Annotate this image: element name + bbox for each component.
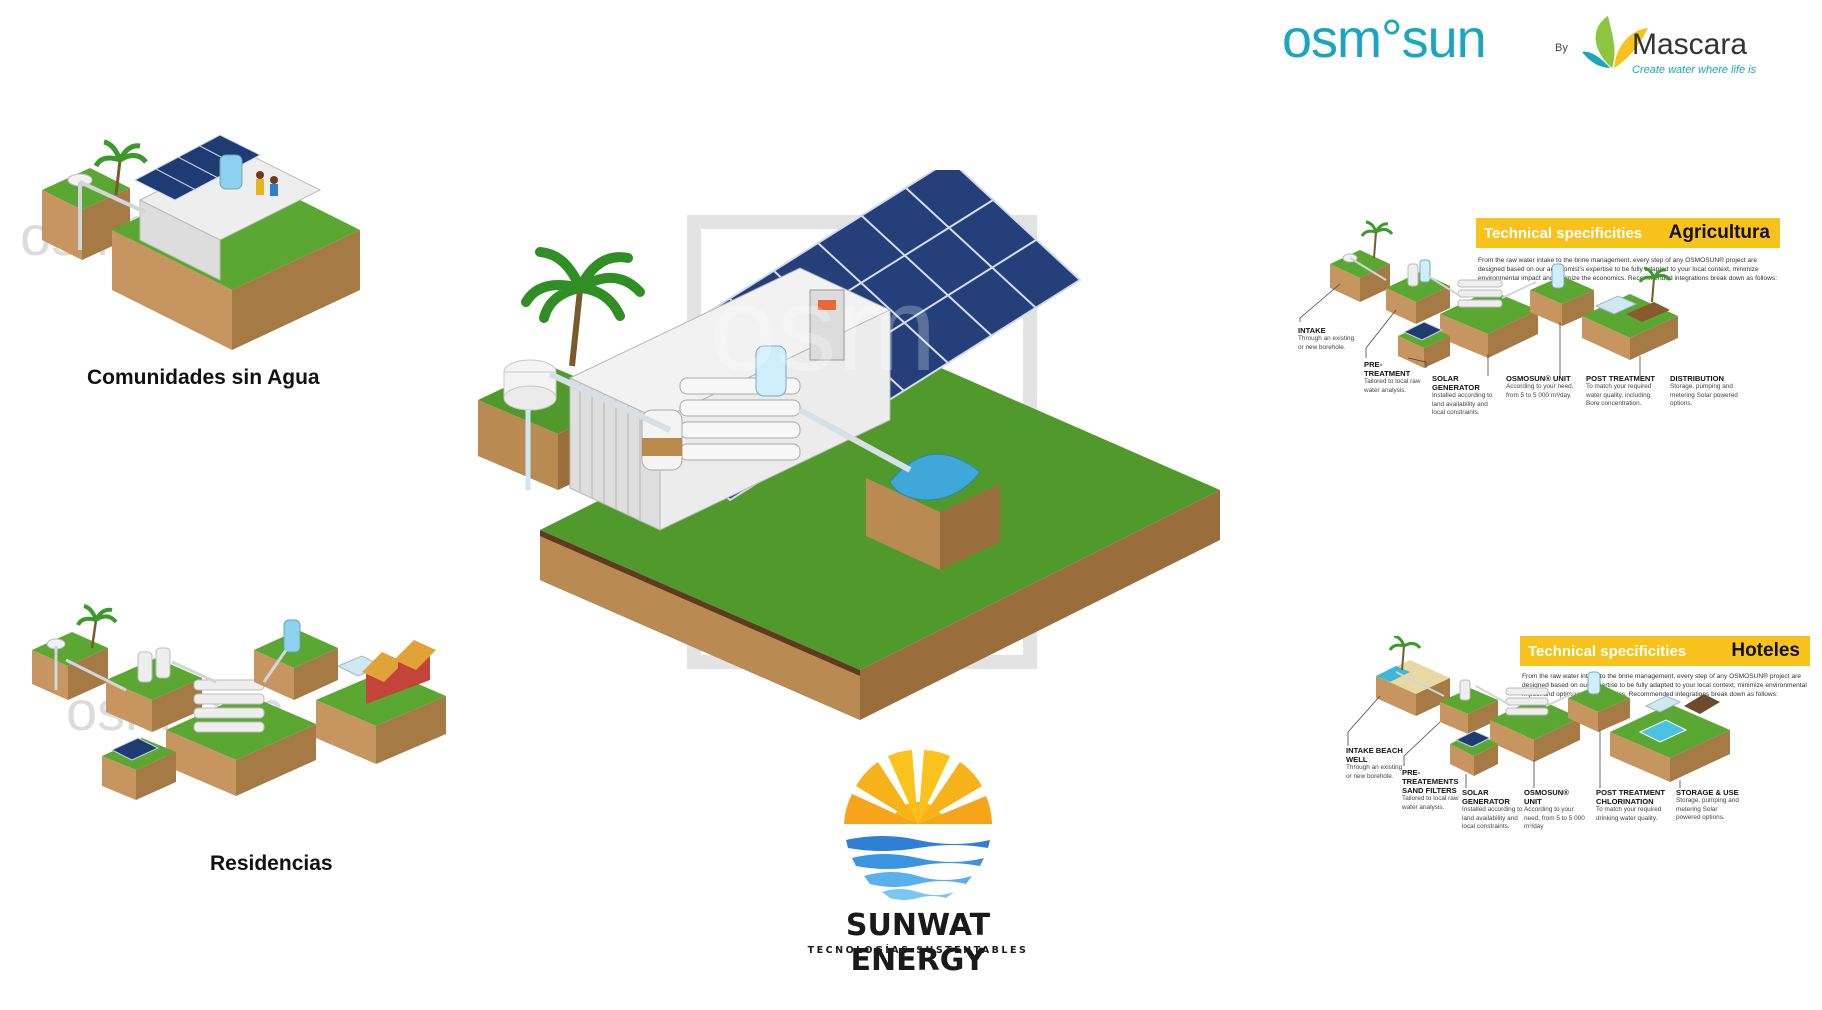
osmosun-logo: osm°sun (1282, 8, 1552, 88)
step-desc: Tailored to local raw water analysis. (1364, 378, 1421, 394)
agricultura-step-intake: INTAKE Through an existing or new boreho… (1298, 326, 1358, 352)
mascara-tagline: Create water where life is (1632, 64, 1757, 76)
hoteles-title-suffix: Hoteles (1731, 640, 1800, 661)
agricultura-intro: From the raw water intake to the brine m… (1478, 257, 1778, 282)
hoteles-title-bar: Technical specificities Hoteles (1520, 636, 1810, 666)
by-label: By (1555, 42, 1568, 54)
hoteles-title-prefix: Technical specificities (1528, 642, 1687, 660)
step-desc: To match your required drinking water qu… (1596, 806, 1662, 822)
agricultura-panel: Technical specificities Agricultura From… (1290, 218, 1810, 478)
step-title: INTAKE (1298, 326, 1326, 335)
main-osmosun-container-illustration: osm (478, 170, 1220, 720)
caption-comunidades: Comunidades sin Agua (87, 366, 320, 389)
sunwat-tagline: TECNOLOGÍAS SUSTENTABLES (807, 945, 1029, 956)
step-title: STORAGE & USE (1676, 788, 1739, 797)
hoteles-step-post-treatment: POST TREATMENT CHLORINATION To match you… (1596, 788, 1674, 823)
mascara-leaf-icon (1582, 16, 1648, 68)
mascara-wordmark: Mascara (1632, 28, 1748, 61)
step-title: OSMOSUN® UNIT (1524, 788, 1569, 806)
step-title: POST TREATMENT (1586, 374, 1656, 383)
step-desc: Storage, pumping and metering Solar powe… (1676, 797, 1739, 821)
hoteles-step-storage-use: STORAGE & USE Storage, pumping and meter… (1676, 788, 1742, 823)
sunwat-name: SUNWAT ENERGY (845, 908, 991, 978)
step-desc: According to your need, from 5 to 5 000 … (1506, 383, 1574, 399)
agricultura-step-solar: SOLAR GENERATOR Installed according to l… (1432, 374, 1496, 418)
step-title: PRE-TREATMENT (1364, 360, 1411, 378)
mascara-logo: Mascara Create water where life is (1582, 10, 1812, 80)
caption-residencias: Residencias (210, 852, 333, 875)
step-desc: Installed according to land availability… (1462, 806, 1523, 830)
comunidades-illustration: osm°sun (20, 134, 360, 350)
agricultura-step-osmosun-unit: OSMOSUN® UNIT According to your need, fr… (1506, 374, 1576, 400)
step-title: PRE-TREATEMENTS SAND FILTERS (1402, 768, 1459, 795)
hoteles-diagram (1347, 636, 1730, 788)
svg-text:osm: osm (710, 262, 937, 396)
step-desc: Installed according to land availability… (1432, 392, 1493, 416)
agricultura-step-distribution: DISTRIBUTION Storage, pumping and meteri… (1670, 374, 1750, 409)
hoteles-step-osmosun-unit: OSMOSUN® UNIT According to your need, fr… (1524, 788, 1588, 832)
step-title: SOLAR GENERATOR (1432, 374, 1480, 392)
step-title: OSMOSUN® UNIT (1506, 374, 1571, 383)
hoteles-step-intake: INTAKE BEACH WELL Through an existing or… (1346, 746, 1404, 781)
step-title: SOLAR GENERATOR (1462, 788, 1510, 806)
residencias-illustration: osm°sun (32, 604, 446, 800)
step-desc: Tailored to local raw water analysis. (1402, 795, 1459, 811)
sunwat-sun-icon (842, 748, 994, 900)
step-desc: Through an existing or new borehole. (1298, 335, 1355, 351)
agricultura-step-pretreatment: PRE-TREATMENT Tailored to local raw wate… (1364, 360, 1426, 395)
agricultura-diagram (1299, 220, 1678, 376)
step-title: DISTRIBUTION (1670, 374, 1724, 383)
hoteles-intro: From the raw water intake to the brine m… (1522, 673, 1807, 698)
agricultura-title-suffix: Agricultura (1668, 222, 1770, 243)
step-desc: To match your required water quality, in… (1586, 383, 1652, 407)
agricultura-step-post-treatment: POST TREATMENT To match your required wa… (1586, 374, 1658, 409)
step-title: INTAKE BEACH WELL (1346, 746, 1403, 764)
osmosun-wordmark: osm°sun (1282, 9, 1487, 69)
agricultura-title-prefix: Technical specificities (1484, 224, 1643, 242)
step-desc: According to your need, from 5 to 5 000 … (1524, 806, 1585, 830)
agricultura-title-bar: Technical specificities Agricultura (1476, 218, 1780, 248)
step-desc: Storage, pumping and metering Solar powe… (1670, 383, 1738, 407)
step-desc: Through an existing or new borehole. (1346, 764, 1403, 780)
hoteles-panel: Technical specificities Hoteles From the… (1340, 636, 1820, 896)
hoteles-step-pretreatment: PRE-TREATEMENTS SAND FILTERS Tailored to… (1402, 768, 1462, 812)
step-title: POST TREATMENT CHLORINATION (1596, 788, 1666, 806)
hoteles-step-solar: SOLAR GENERATOR Installed according to l… (1462, 788, 1524, 832)
